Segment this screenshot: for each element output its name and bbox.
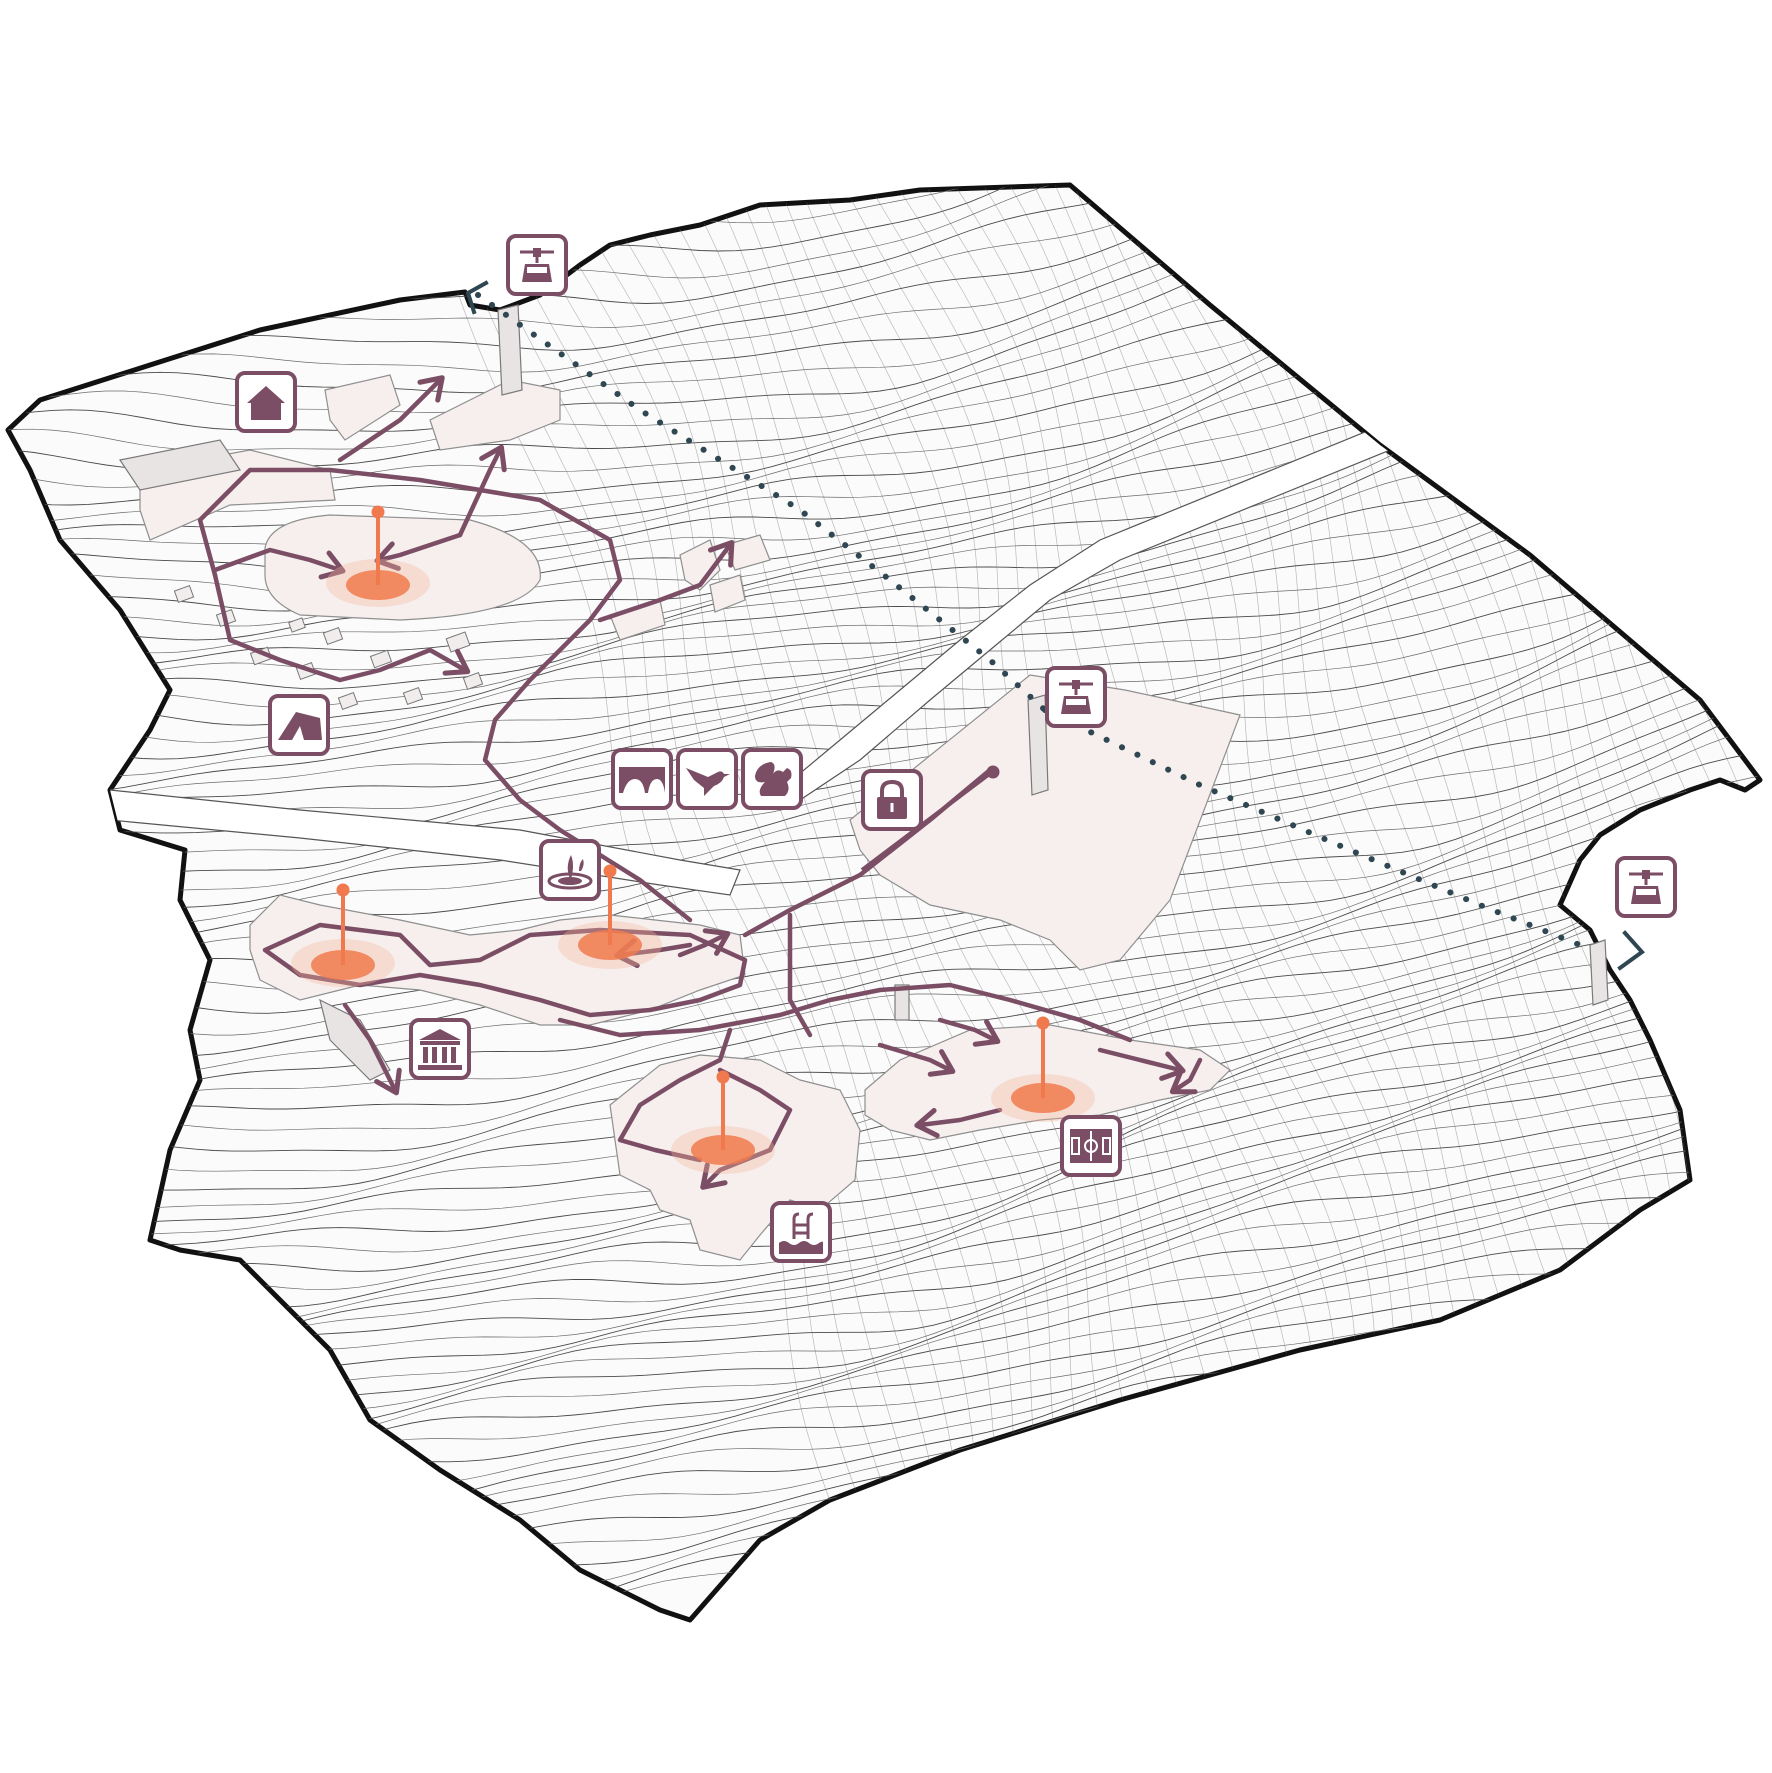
contour-line [8,185,1760,220]
contour-line [0,0,1772,156]
circulation-routes [197,375,1203,1190]
contour-line [8,185,1760,376]
tower-right [1589,939,1609,1006]
route-field-d [937,1017,1001,1047]
building-lodge [324,374,401,441]
football-field-icon[interactable] [1060,1115,1122,1177]
route-cabins [212,572,471,683]
contour-line [1734,185,1760,1620]
cable-car-icon[interactable] [1615,856,1677,918]
contour-line [517,185,986,1620]
contour-line [8,764,1760,1076]
contour-line [8,719,1760,1036]
route-field-a [877,1042,956,1077]
house-icon[interactable] [235,371,297,433]
contour-line [1710,185,1760,1620]
bridge-icon[interactable] [611,748,673,810]
contour-line [8,777,1760,1094]
cable-station-marker-right [1617,930,1645,971]
contour-line [632,185,1091,1620]
route-to-hall-b [787,912,813,1038]
route-west-down [342,1002,402,1096]
cable-line-upper [475,292,1048,713]
cable-car-icon[interactable] [506,234,568,296]
contour-line [8,913,1760,1244]
contour-line [8,795,1760,1128]
cable-station-marker-left [465,280,489,315]
fountain-icon[interactable] [539,839,601,901]
route-north-inner-b [374,532,463,571]
cable-car-line [465,280,1645,971]
building-west-complex [249,894,746,1026]
hotspot-plaza-north[interactable] [326,505,430,608]
building-sports-hall [849,674,1241,971]
squirrel-icon[interactable] [741,748,803,810]
contour-line [8,491,1760,810]
pool-icon[interactable] [770,1201,832,1263]
contour-line [494,185,965,1620]
contour-line [8,937,1760,1277]
cable-car-icon[interactable] [1045,666,1107,728]
contour-line [691,185,1148,1620]
contour-line [8,695,1760,1014]
contour-line [0,0,1772,180]
hotspot-plaza-sports[interactable] [991,1016,1095,1123]
contour-line [601,185,1062,1620]
contour-line [8,926,1760,1263]
contour-line [472,185,945,1620]
contour-line [1687,185,1760,1620]
hotspot-plaza-pool[interactable] [671,1070,775,1175]
building-amphitheater [264,514,541,621]
route-north-inner [212,547,346,580]
route-center-arrow-b [677,928,731,958]
route-north-loop [197,467,693,923]
route-field-c [1097,1047,1186,1081]
icon-badges [235,234,1677,1263]
contour-line [451,185,926,1620]
contour-line [8,956,1760,1293]
tower-top [497,304,523,396]
contour-line [8,185,1760,203]
contour-line [571,185,1035,1620]
lock-pointer [860,765,1000,872]
contour-line [1668,185,1760,1620]
contour-line [8,478,1760,793]
route-field-b [914,1107,1003,1139]
hummingbird-icon[interactable] [676,748,738,810]
route-to-hillside [597,539,735,623]
contour-line [1762,150,1772,1650]
route-pool-loop [700,1067,793,1190]
contour-line [8,946,1760,1285]
route-to-station [457,444,507,538]
cable-line-lower [1042,707,1583,948]
route-spine [557,982,1133,1043]
museum-icon[interactable] [409,1018,471,1080]
contour-line [8,786,1760,1111]
route-to-pool [617,1027,733,1163]
tower-middle [1027,694,1049,796]
hotspot-plaza-west[interactable] [291,883,395,988]
tower-small [894,984,910,1021]
cabins [173,584,484,711]
building-hillside-d [709,574,746,613]
route-field-e [1169,1057,1203,1095]
route-west-complex [262,922,748,1018]
tent-icon[interactable] [268,694,330,756]
building-field-complex [864,1024,1231,1141]
lock-icon[interactable] [861,769,923,831]
hotspot-plaza-center[interactable] [558,864,662,970]
hotspots [291,505,1095,1175]
contour-line [662,185,1120,1620]
contour-line [8,185,1760,358]
contour-line [8,744,1760,1057]
contour-line [8,551,1760,856]
route-to-lodge [337,375,445,463]
building-north-hall [119,439,241,491]
